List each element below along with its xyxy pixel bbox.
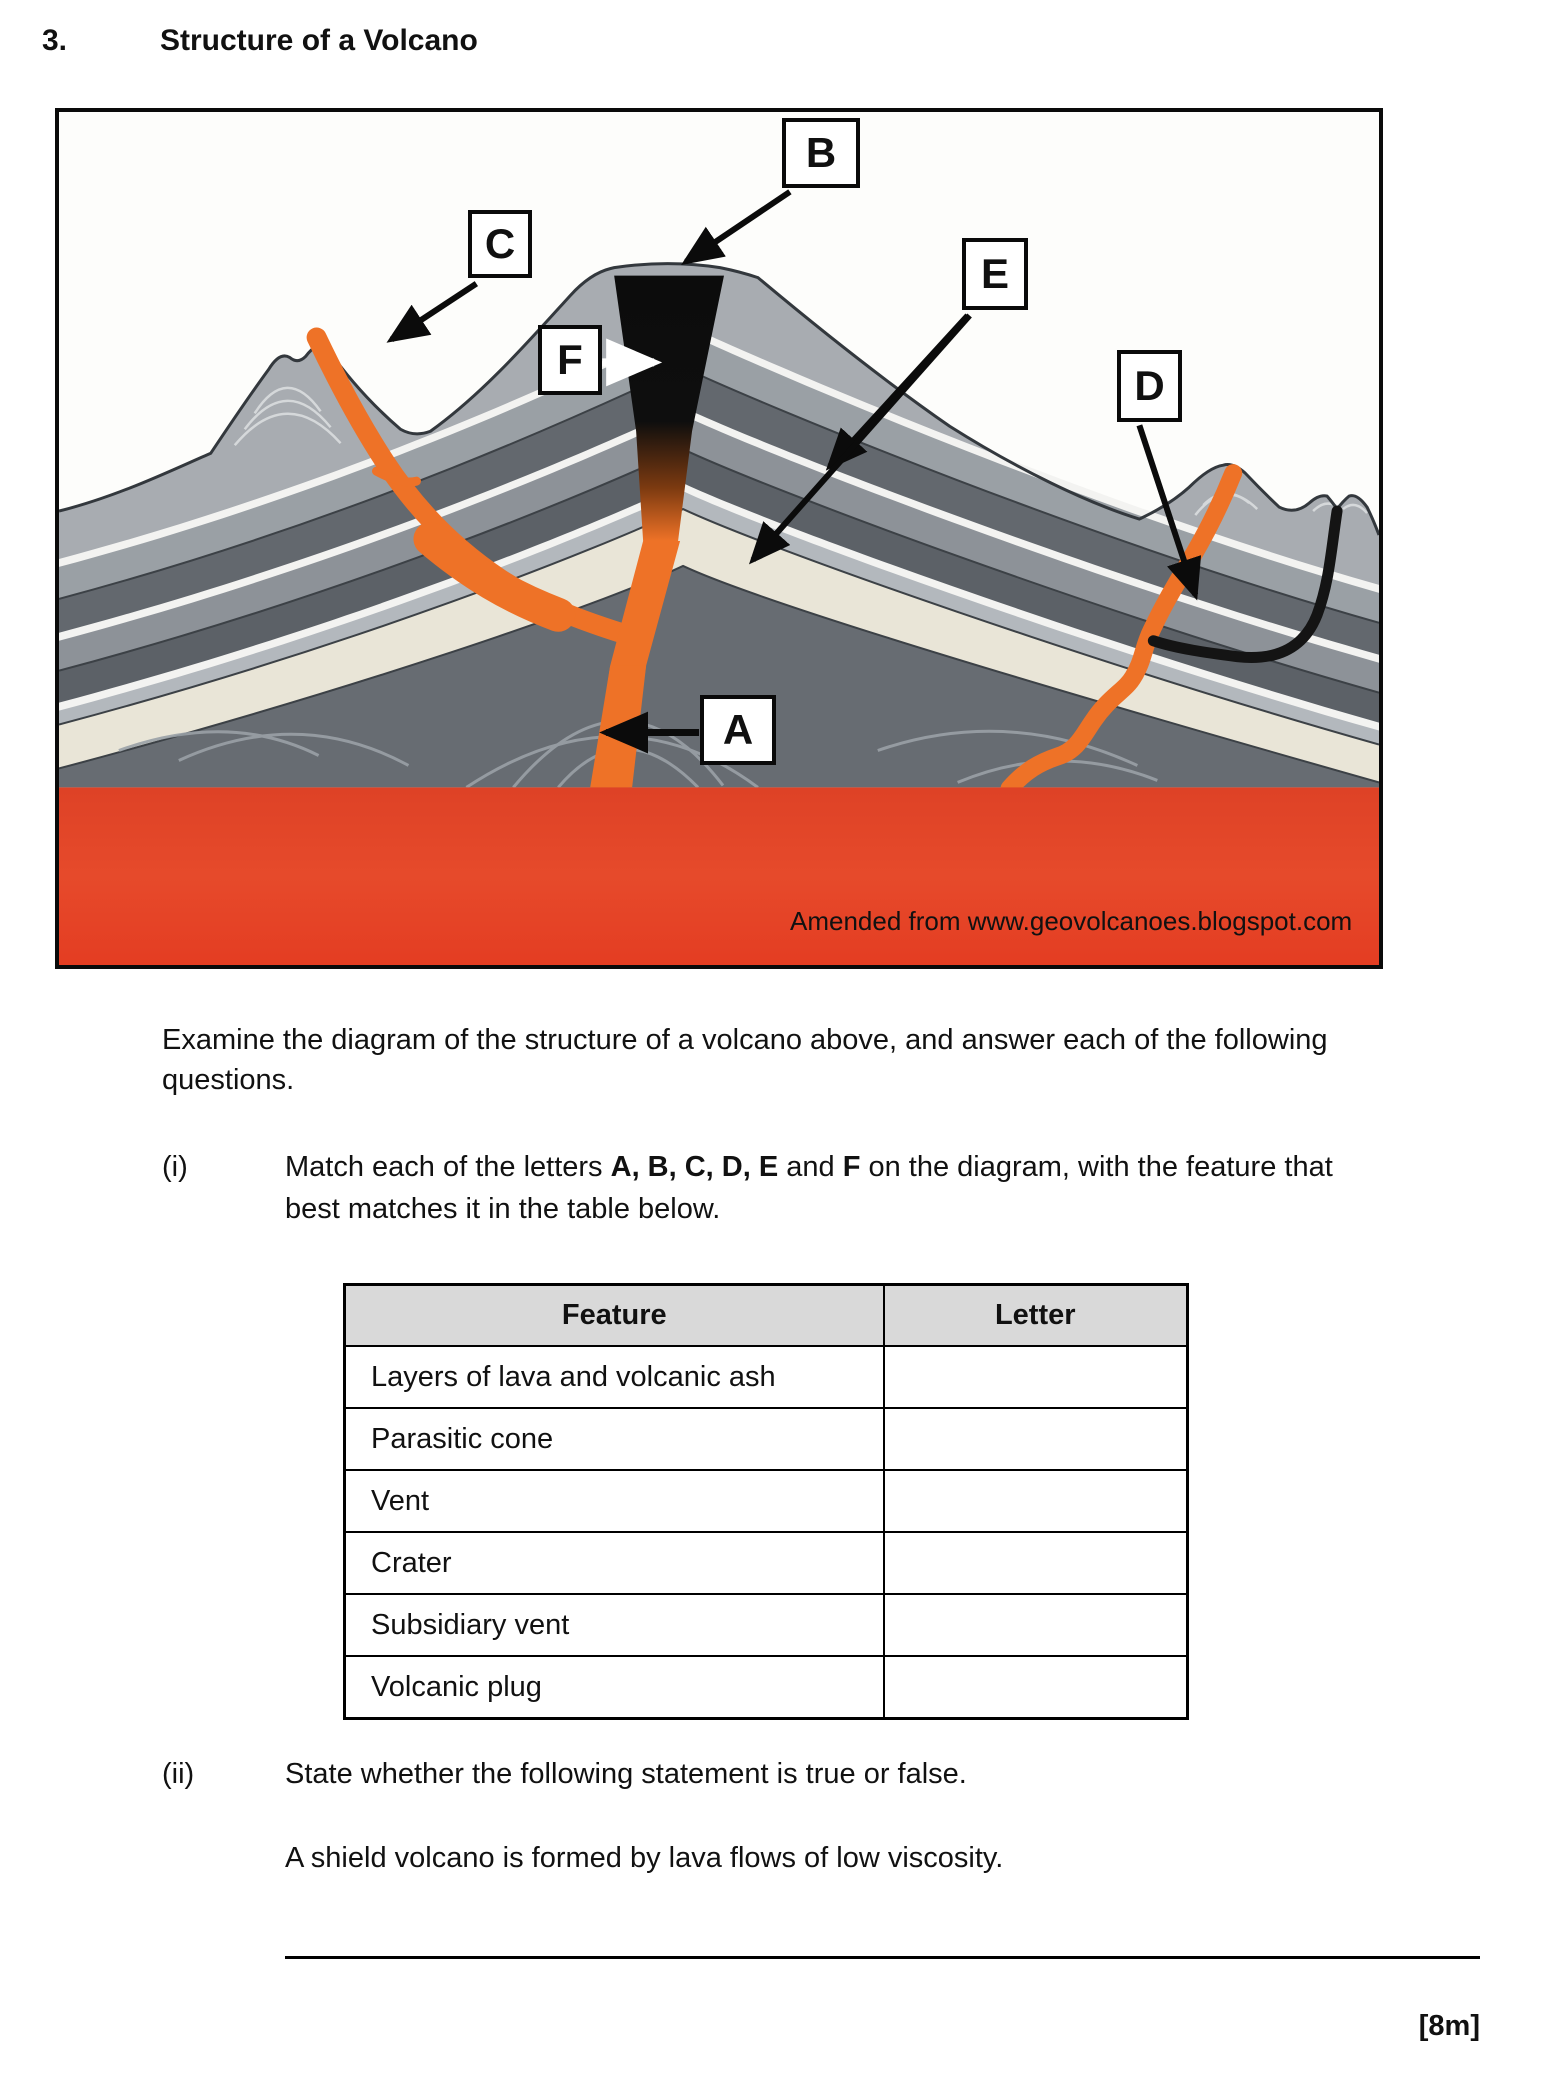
question-ii-statement: A shield volcano is formed by lava flows… — [285, 1842, 1004, 1874]
letter-column-header: Letter — [882, 1283, 1189, 1347]
volcano-illustration — [59, 189, 1379, 965]
feature-cell: Vent — [343, 1469, 885, 1533]
answer-line — [285, 1932, 1480, 1959]
question-ii-text: State whether the following statement is… — [285, 1758, 967, 1790]
label-arrow-e2 — [748, 313, 972, 565]
question-i-text-line1: Match each of the letters A, B, C, D, E … — [285, 1150, 1333, 1184]
intro-line-2: questions. — [162, 1064, 295, 1096]
table-row: Volcanic plug — [343, 1655, 1189, 1720]
mountain-outline — [59, 262, 1379, 536]
feature-cell: Subsidiary vent — [343, 1593, 885, 1657]
letter-answer-cell — [882, 1345, 1189, 1409]
intro-line-1: Examine the diagram of the structure of … — [162, 1024, 1328, 1056]
q1-text-3: on the diagram, with the feature that — [860, 1151, 1333, 1183]
table-row: Crater — [343, 1531, 1189, 1595]
label-letter-a: A — [722, 706, 754, 753]
letter-answer-cell — [882, 1531, 1189, 1595]
left-subsidiary-vent — [306, 327, 641, 646]
marks-badge: [8m] — [1418, 2010, 1480, 2042]
label-arrow-c — [386, 281, 479, 343]
question-i-marker: (i) — [162, 1151, 188, 1183]
right-subsidiary-vent — [1000, 464, 1243, 798]
label-arrow-d — [1136, 424, 1202, 601]
letter-answer-cell — [882, 1407, 1189, 1471]
label-letter-c: C — [484, 220, 516, 267]
label-box-f: F — [538, 325, 602, 395]
label-letter-b: B — [805, 129, 837, 176]
table-row: Layers of lava and volcanic ash — [343, 1345, 1189, 1409]
question-number: 3. — [42, 24, 68, 57]
feature-cell: Volcanic plug — [343, 1655, 885, 1720]
q1-bold-letters: A, B, C, D, E — [610, 1151, 779, 1183]
letter-answer-cell — [882, 1469, 1189, 1533]
left-parasitic-cone-strata — [233, 386, 342, 447]
label-box-a: A — [700, 695, 776, 765]
letter-answer-cell — [882, 1655, 1189, 1720]
table-row: Parasitic cone — [343, 1407, 1189, 1471]
label-arrows — [386, 189, 1202, 601]
q1-bold-f: F — [842, 1151, 861, 1183]
feature-letter-table: Feature Letter Layers of lava and volcan… — [343, 1283, 1189, 1720]
feature-cell: Parasitic cone — [343, 1407, 885, 1471]
label-letter-e: E — [980, 250, 1009, 297]
question-i-text-line2: best matches it in the table below. — [285, 1193, 721, 1225]
label-box-d: D — [1117, 350, 1182, 422]
feature-cell: Layers of lava and volcanic ash — [343, 1345, 885, 1409]
right-black-dike — [1147, 505, 1343, 663]
feature-cell: Crater — [343, 1531, 885, 1595]
volcano-diagram-frame: A B C D E F Amended from www.geovolcanoe… — [55, 108, 1383, 969]
label-letter-d: D — [1134, 362, 1165, 409]
feature-column-header: Feature — [343, 1283, 885, 1347]
layer-core — [59, 565, 1379, 788]
page-title: Structure of a Volcano — [160, 24, 478, 57]
magma-chamber — [59, 787, 1379, 965]
label-box-b: B — [782, 118, 860, 188]
table-header-row: Feature Letter — [343, 1283, 1189, 1347]
label-box-c: C — [468, 210, 532, 278]
table-row: Vent — [343, 1469, 1189, 1533]
letter-answer-cell — [882, 1593, 1189, 1657]
label-letter-f: F — [557, 336, 583, 383]
question-ii-marker: (ii) — [162, 1758, 195, 1790]
table-row: Subsidiary vent — [343, 1593, 1189, 1657]
diagram-attribution: Amended from www.geovolcanoes.blogspot.c… — [790, 906, 1353, 936]
q1-text-1: Match each of the letters — [285, 1151, 611, 1183]
q1-text-2: and — [778, 1151, 843, 1183]
label-arrow-b — [681, 189, 792, 265]
label-box-e: E — [962, 238, 1028, 310]
